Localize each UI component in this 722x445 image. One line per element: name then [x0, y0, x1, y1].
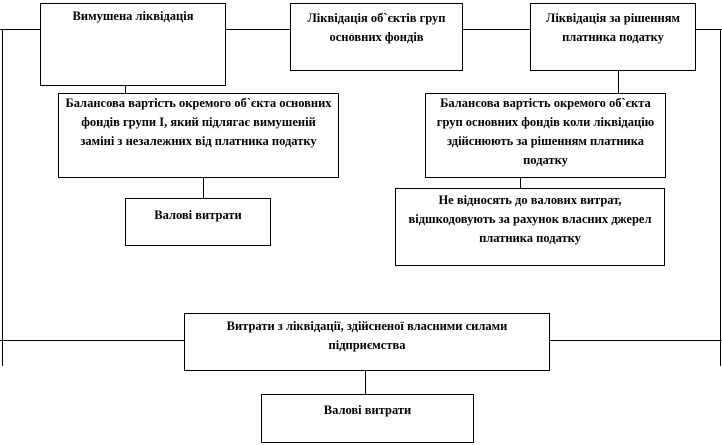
forced-liquidation-box: Вимушена ліквідація: [40, 3, 226, 86]
gross-expenses-bottom-box: Валові витрати: [261, 394, 474, 443]
liquidation-by-decision-box: Ліквідація за рішенням платника податку: [530, 3, 696, 71]
balance-value-group1-box: Балансова вартість окремого об`єкта осно…: [58, 93, 339, 178]
balance-value-decision-box: Балансова вартість окремого об`єкта груп…: [425, 93, 666, 178]
connector: [365, 370, 366, 395]
gross-expenses-box: Валові витрати: [125, 198, 271, 246]
own-liquidation-costs-box: Витрати з ліквідації, здійсненої власним…: [184, 313, 550, 371]
not-gross-expenses-box: Не відносять до валових витрат, відшкодо…: [395, 188, 665, 266]
right-connector-line: [720, 29, 721, 366]
liquidation-objects-box: Ліквідація об`єктів груп основних фондів: [290, 3, 463, 71]
connector: [520, 177, 521, 189]
connector: [203, 177, 204, 199]
left-connector-line: [2, 29, 3, 366]
connector: [618, 70, 619, 94]
connector: [125, 85, 126, 94]
